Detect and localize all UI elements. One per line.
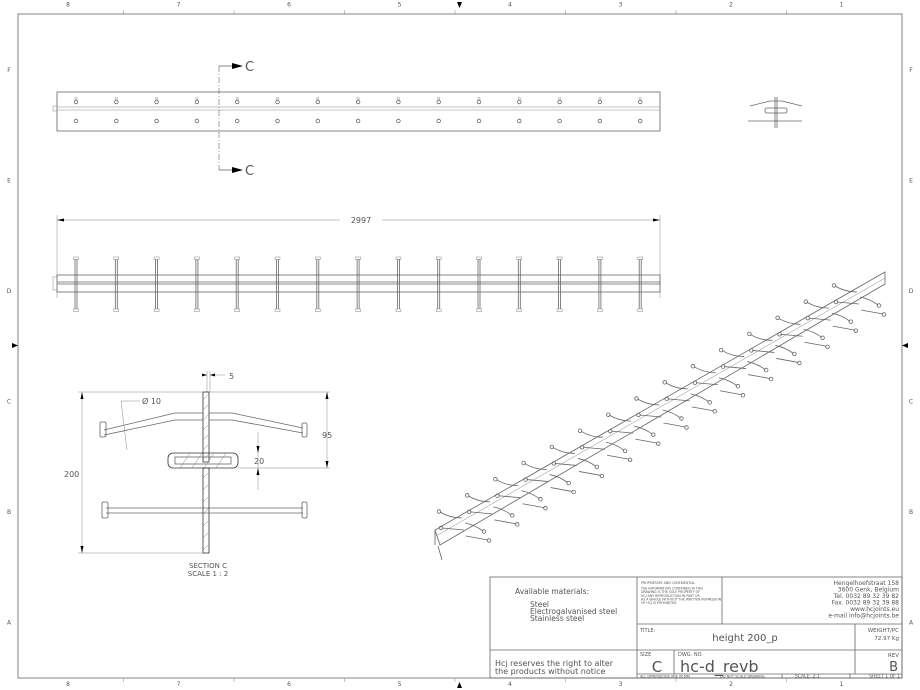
materials-heading: Available materials: [515,587,589,596]
proprietary-line: THE INFORMATION CONTAINED IN THIS [640,587,703,591]
isometric-view [434,271,887,561]
section-view: 5 Ø 10 95 20 200 SECTION C SCALE 1 : 2 [64,371,332,578]
dim-thickness: 5 [229,372,234,381]
zone-row-label: E [909,178,913,185]
zone-column-label: 1 [840,681,844,688]
weight-value: 72.97 Kg [874,636,899,642]
zone-column-label: 3 [619,681,623,688]
size-label: SIZE [640,652,651,658]
section-marker-bottom: C [245,164,254,179]
address-line: www.hcjoints.eu [850,606,899,613]
title-label: TITLE: [639,628,656,634]
end-view [748,97,803,128]
overall-length-dim: 2997 [351,216,371,225]
section-label: SECTION C [189,562,227,570]
zone-row-label: F [7,67,11,74]
zone-column-label: 4 [508,2,512,9]
zone-row-label: C [7,399,11,406]
zone-column-label: 3 [619,2,623,9]
proprietary-line: PROPRIETARY AND CONFIDENTIAL [641,581,695,585]
zone-row-label: A [7,620,12,627]
zone-column-label: 8 [66,681,70,688]
address-line: e-mail info@hcjoints.be [828,613,899,620]
top-view: C C [52,60,661,179]
zone-row-label: B [909,509,913,516]
dwg-number: hc-d_revb [680,657,759,677]
zone-column-label: 7 [177,2,181,9]
zone-column-label: 5 [398,681,402,688]
rev-label: REV [888,653,899,659]
dim-95: 95 [322,431,332,440]
zone-row-label: A [909,620,914,627]
drawing-border [17,13,903,679]
zone-row-label: E [7,178,11,185]
dim-200: 200 [64,470,79,479]
proprietary-line: AS A WHOLE WITHOUT THE WRITTEN PERMISSIO… [641,597,722,601]
disclaimer-line: Hcj reserves the right to alter [495,659,614,668]
section-marker-top: C [245,60,254,75]
front-view: 2997 [52,215,661,312]
zone-row-label: B [7,509,11,516]
zone-row-label: C [909,399,913,406]
proprietary-line: DRAWING IS THE SOLE PROPERTY OF [641,590,700,594]
material-item: Electrogalvanised steel [530,607,617,616]
zone-column-label: 5 [398,2,402,9]
zone-column-label: 2 [729,2,733,9]
zone-column-label: 6 [287,2,291,9]
address-line: 3600 Genk, Belgium [838,587,899,594]
sheet-value: SHEET 1 OF 1 [869,674,900,680]
section-scale: SCALE 1 : 2 [188,570,228,578]
material-item: Stainless steel [530,614,584,623]
dim-20: 20 [254,457,264,466]
scale-note: DO NOT SCALE DRAWING [720,675,765,679]
proprietary-line: OF HCJ IS PROHIBITED [641,601,677,605]
dimensions-note: ALL DIMENSIONS ARE IN MM [640,675,690,679]
zone-column-label: 8 [66,2,70,9]
scale-value: SCALE: 2:1 [795,674,820,680]
zone-row-label: D [909,288,914,295]
drawing-title: height 200_p [712,633,778,644]
rev-value: B [889,660,898,675]
zone-column-label: 4 [508,681,512,688]
weight-label: WEIGHT/PC [868,628,899,634]
disclaimer-line: the products without notice [495,667,605,676]
material-item: Steel [530,600,549,609]
address-line: Tel. 0032 89 32 39 82 [833,593,899,600]
zone-column-label: 2 [729,681,733,688]
size-value: C [652,658,662,676]
dim-diameter: Ø 10 [142,396,161,406]
zone-column-label: 1 [840,2,844,9]
address-line: Fax. 0032 89 32 39 88 [832,600,900,607]
address-line: Hengelhoefstraat 158 [834,580,900,587]
zone-column-label: 6 [287,681,291,688]
zone-row-label: D [7,288,12,295]
proprietary-line: HCJ ANY REPRODUCTION IN PART OR [641,594,700,598]
title-block: Available materials: Steel Electrogalvan… [489,576,903,680]
zone-column-label: 7 [177,681,181,688]
zone-row-label: F [909,67,913,74]
dwg-label: DWG. NO. [678,652,703,658]
